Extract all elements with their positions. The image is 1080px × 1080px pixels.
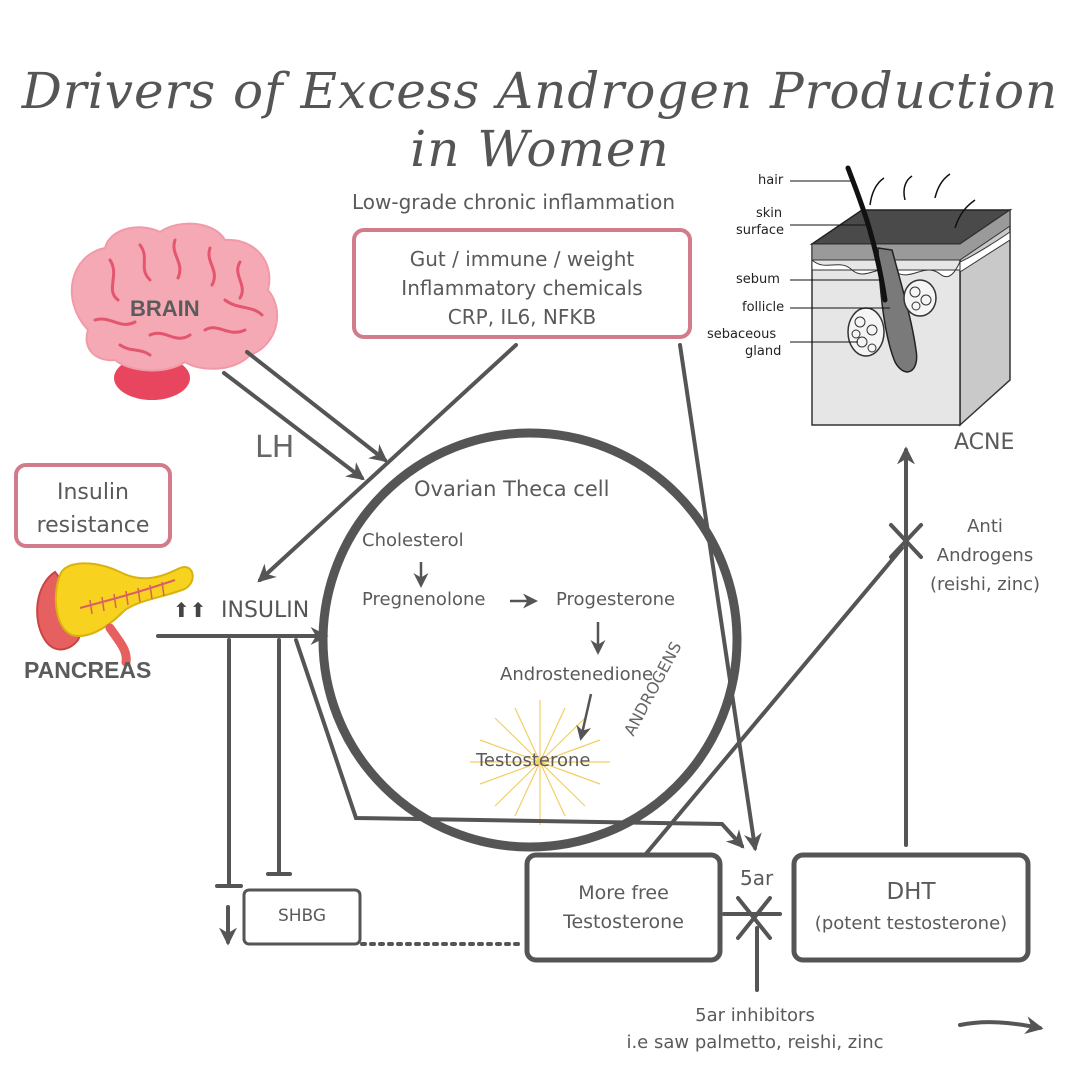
arrow-brain-lh-1 [245, 350, 388, 463]
inflammation-line-3: CRP, IL6, NFKB [447, 305, 597, 329]
dht-box [791, 852, 1031, 963]
acne-skin-label: skin [756, 206, 783, 221]
arrow-inflammation-to-insulin [257, 343, 518, 583]
insulin-resistance-line-1: Insulin [56, 480, 129, 505]
inflammation-line-2: Inflammatory chemicals [401, 276, 643, 300]
dht-box-text: DHT (potent testosterone) [794, 876, 1028, 940]
five-ar-block-x-b [736, 896, 772, 940]
dht-line-2: (potent testosterone) [814, 913, 1008, 934]
inflammation-box-text: Gut / immune / weight Inflammatory chemi… [354, 245, 690, 332]
brain-illustration [70, 222, 279, 400]
testosterone-label: Testosterone [476, 750, 591, 771]
shbg-label: SHBG [277, 906, 327, 926]
inhibitors-line-1: 5ar inhibitors [695, 1005, 815, 1026]
anti-androgens-line-2: Androgens [936, 545, 1034, 566]
androstenedione-label: Androstenedione [500, 664, 654, 685]
arrow-inflammation-to-5ar [678, 343, 762, 852]
cholesterol-label: Cholesterol [362, 530, 464, 551]
arrow-insulin-to-5ar [294, 638, 745, 849]
brain-label: BRAIN [130, 296, 200, 321]
acne-sebum-label: sebum [736, 272, 780, 287]
acne-sebaceous-label: sebaceous [707, 327, 777, 342]
acne-surface-label: surface [736, 223, 785, 238]
arrow-brain-lh-2 [222, 371, 365, 481]
acne-hair-label: hair [758, 173, 784, 188]
page-title: Drivers of Excess Androgen Production in… [21, 62, 1059, 178]
pancreas-label: PANCREAS [24, 657, 152, 683]
anti-androgens-text: Anti Androgens (reishi, zinc) [920, 512, 1050, 599]
skin-cross-section-illustration [790, 165, 1013, 427]
arrow-androstenedione-to-testosterone [576, 693, 593, 741]
free-testosterone-line-2: Testosterone [563, 911, 684, 933]
five-ar-label: 5ar [740, 866, 774, 890]
insulin-resistance-text: Insulin resistance [16, 476, 170, 542]
pancreas-illustration [36, 562, 194, 667]
dht-line-1: DHT [886, 879, 936, 905]
anti-androgens-line-3: (reishi, zinc) [929, 574, 1041, 595]
five-ar-inhibitors-text: 5ar inhibitors i.e saw palmetto, reishi,… [580, 1002, 930, 1056]
testosterone-starburst [470, 700, 610, 825]
line-free-t-to-anti-androgens [643, 546, 904, 857]
ovary-title: Ovarian Theca cell [414, 477, 610, 501]
anti-androgen-block-x-b [889, 523, 923, 559]
shbg-box [242, 888, 362, 946]
pregnenolone-label: Pregnenolone [362, 589, 486, 610]
free-testosterone-line-1: More free [578, 882, 669, 904]
inflammation-box [352, 228, 692, 339]
acne-gland-label: gland [745, 344, 782, 359]
next-arrow-icon [958, 1016, 1044, 1035]
insulin-resistance-box [14, 463, 172, 548]
acne-title: ACNE [954, 430, 1015, 455]
inflammation-line-1: Gut / immune / weight [409, 247, 635, 271]
insulin-label: INSULIN [221, 598, 310, 623]
insulin-up-arrows-icon: ⬆⬆ [173, 598, 207, 622]
lh-label: LH [255, 430, 295, 465]
anti-androgens-line-1: Anti [967, 516, 1003, 537]
inhibitors-line-2: i.e saw palmetto, reishi, zinc [626, 1032, 884, 1053]
free-testosterone-box [524, 852, 723, 963]
free-testosterone-text: More free Testosterone [527, 879, 720, 937]
steroid-pathway-arrows [413, 562, 606, 741]
acne-follicle-label: follicle [742, 300, 785, 315]
inflammation-heading: Low-grade chronic inflammation [352, 190, 676, 214]
insulin-resistance-line-2: resistance [36, 513, 150, 538]
progesterone-label: Progesterone [556, 589, 676, 610]
